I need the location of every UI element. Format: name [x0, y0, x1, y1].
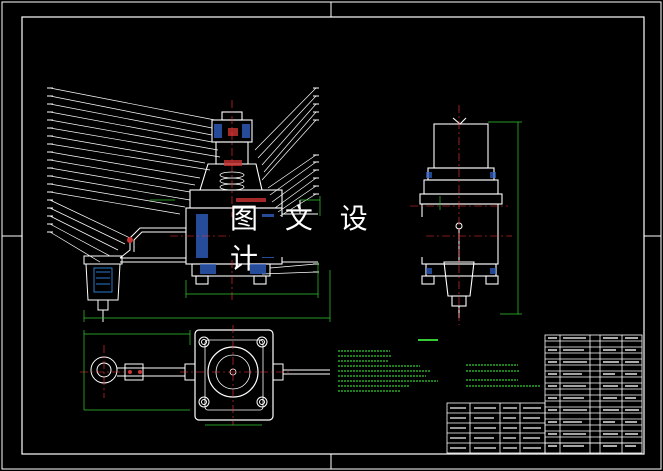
front-dimensions — [83, 196, 331, 322]
technical-notes — [338, 339, 540, 392]
top-left-red — [128, 370, 142, 374]
side-view — [410, 105, 522, 325]
filter-cup — [83, 255, 123, 322]
leader-lines-right — [254, 87, 317, 275]
air-pipe — [119, 227, 186, 263]
parts-list — [544, 334, 643, 454]
leader-lines-left — [49, 87, 221, 263]
side-hatch — [426, 172, 496, 274]
section-hatch-red — [224, 128, 266, 202]
title-block-text — [450, 407, 541, 449]
pipe-fitting-red — [127, 237, 133, 243]
balloon-ticks-left — [47, 87, 53, 233]
top-dimensions — [83, 330, 262, 426]
title-block — [446, 402, 546, 454]
top-bolt-holes — [198, 336, 268, 408]
front-section-view — [47, 87, 331, 322]
top-view — [80, 325, 330, 426]
balloon-ticks-right — [313, 87, 319, 273]
top-left-filter — [90, 356, 185, 384]
side-centerlines — [410, 105, 512, 325]
filter-inner — [93, 267, 113, 293]
parts-list-text — [548, 337, 639, 447]
side-body — [419, 117, 503, 318]
top-flange-inner — [204, 339, 264, 411]
watermark-label: 图 文 设 计 — [230, 202, 425, 275]
side-dimensions — [439, 121, 522, 315]
top-centerlines — [80, 325, 290, 425]
